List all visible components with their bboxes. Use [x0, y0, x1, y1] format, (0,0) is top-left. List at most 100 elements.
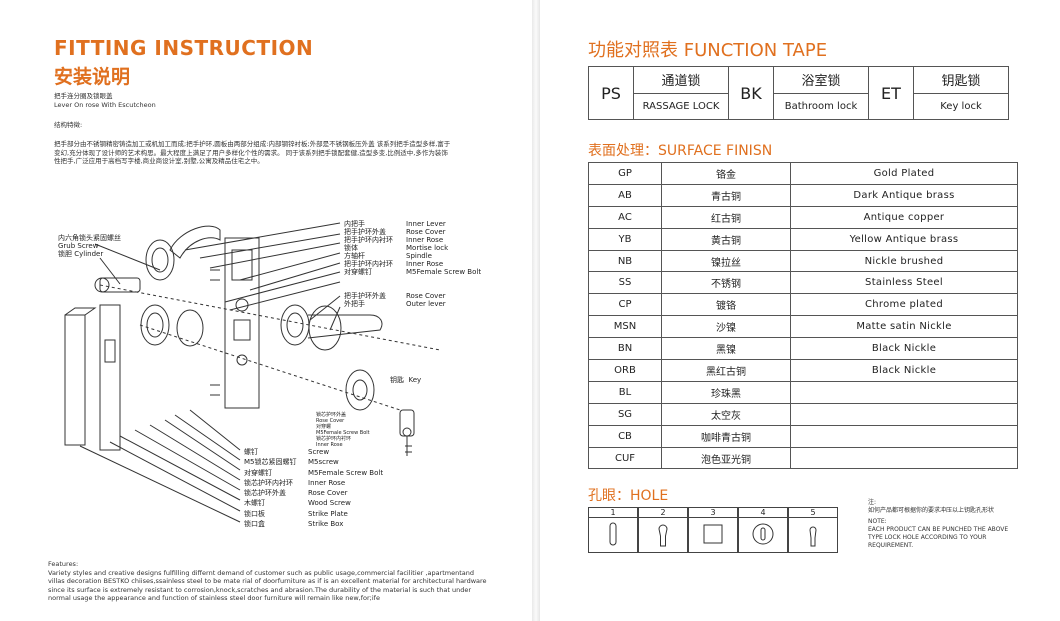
fitting-title-cn: 安装说明	[54, 66, 131, 88]
label-grub-screw: 内六角锁头紧固螺丝 Grub Screw 锁胆 Cylinder	[58, 234, 121, 258]
features: Features: Variety styles and creative de…	[48, 560, 488, 603]
surface-cn-cell: 黄古铜	[661, 227, 791, 251]
note-en: EACH PRODUCT CAN BE PUNCHED THE ABOVE TY…	[868, 526, 1009, 549]
surface-code-cell: YB	[588, 227, 662, 251]
surface-en-cell	[790, 402, 1018, 426]
hole-round-icon	[752, 523, 774, 545]
right-page: 功能对照表 FUNCTION TAPE PS 通道锁 BK 浴室锁 ET 钥匙锁…	[540, 0, 1060, 621]
hole-euro-profile-icon	[658, 524, 668, 547]
surface-en-cell: Antique copper	[790, 205, 1018, 229]
surface-en-cell	[790, 424, 1018, 448]
surface-code-cell: MSN	[588, 315, 662, 339]
structure-heading: 结构特徵:	[54, 121, 83, 129]
surface-cn-cell: 铬金	[661, 162, 791, 185]
surface-en-cell: Yellow Antique brass	[790, 227, 1018, 251]
surface-cn-cell: 沙镍	[661, 315, 791, 339]
surface-code-cell: GP	[588, 162, 662, 185]
subtitle: 把手连分圈及锁眼盖 Lever On rose With Escutcheon	[54, 92, 156, 109]
surface-title: 表面处理：SURFACE FINISN	[588, 143, 773, 159]
surface-code-cell: CUF	[588, 446, 662, 470]
surface-en-cell: Dark Antique brass	[790, 183, 1018, 207]
surface-en-cell: Matte satin Nickle	[790, 315, 1018, 339]
label-key: 钥匙 Key	[390, 376, 422, 384]
surface-cn-cell: 镍拉丝	[661, 249, 791, 273]
hole-3: 3	[688, 507, 738, 553]
features-heading: Features:	[48, 560, 79, 568]
surface-code-cell: ORB	[588, 359, 662, 382]
surface-cn-cell: 泡色亚光铜	[661, 446, 791, 470]
note-cn: 如何产品都可根据你的要求冲压以上钥匙孔形状	[868, 507, 995, 514]
note-cn-label: 注:	[868, 499, 877, 506]
hole-slot-icon	[609, 522, 617, 546]
func-en-bk: Bathroom lock	[773, 92, 869, 120]
subtitle-cn: 把手连分圈及锁眼盖	[54, 92, 113, 100]
surface-code-cell: AC	[588, 205, 662, 229]
surface-code-cell: SS	[588, 271, 662, 295]
surface-en-cell: Nickle brushed	[790, 249, 1018, 273]
surface-en-cell: Gold Plated	[790, 162, 1018, 185]
subtitle-en: Lever On rose With Escutcheon	[54, 100, 156, 109]
surface-en-cell: Chrome plated	[790, 293, 1018, 317]
label-inner-lever-en: Inner Lever Rose Cover Inner Rose Mortis…	[406, 220, 482, 276]
func-code-bk: BK	[728, 66, 774, 120]
structure-text: 把手部分由不锈钢精密铸造加工或机加工而成;把手护环,圆板由两部分组成:内部钢锌衬…	[54, 140, 451, 165]
surface-cn-cell: 青古铜	[661, 183, 791, 207]
function-table: PS 通道锁 BK 浴室锁 ET 钥匙锁 RASSAGE LOCK Bathro…	[588, 66, 1009, 120]
page-fold	[532, 0, 540, 621]
surface-code-cell: BN	[588, 337, 662, 361]
surface-cn-cell: 黑镍	[661, 337, 791, 361]
func-code-ps: PS	[588, 66, 634, 120]
hole-note: 注: 如何产品都可根据你的要求冲压以上钥匙孔形状 NOTE: EACH PROD…	[868, 499, 1020, 550]
surface-en-cell: Black Nickle	[790, 337, 1018, 361]
surface-en-cell	[790, 446, 1018, 470]
surface-cn-cell: 不锈钢	[661, 271, 791, 295]
left-page: FITTING INSTRUCTION 安装说明 把手连分圈及锁眼盖 Lever…	[48, 36, 488, 603]
surface-code-cell: AB	[588, 183, 662, 207]
label-inner-lever: 内把手 把手护环外盖 把手护环内衬环 锁体 方轴杆 把手护环内衬环 对穿螺钉	[344, 220, 393, 276]
surface-cn-cell: 珍珠黑	[661, 380, 791, 404]
surface-cn-cell: 黑红古铜	[661, 359, 791, 382]
surface-cn-cell: 镀铬	[661, 293, 791, 317]
label-outer-lever: 把手护环外盖 外把手	[344, 292, 386, 308]
surface-code-cell: BL	[588, 380, 662, 404]
label-small-parts: 锁芯护环外盖 Rose Cover 对穿螺 M5Female Screw Bol…	[316, 412, 370, 448]
hole-1: 1	[588, 507, 638, 553]
hole-keyhole-icon	[809, 526, 817, 547]
fitting-title: FITTING INSTRUCTION	[54, 36, 314, 60]
func-code-et: ET	[868, 66, 914, 120]
surface-code-cell: NB	[588, 249, 662, 273]
surface-code-cell: CB	[588, 424, 662, 448]
function-title: 功能对照表 FUNCTION TAPE	[588, 40, 828, 61]
note-en-label: NOTE:	[868, 518, 887, 525]
surface-code-cell: CP	[588, 293, 662, 317]
func-cn-et: 钥匙锁	[913, 66, 1009, 94]
exploded-diagram	[64, 222, 441, 523]
func-en-ps: RASSAGE LOCK	[633, 92, 729, 120]
hole-4: 4	[738, 507, 788, 553]
surface-cn-cell: 咖啡青古铜	[661, 424, 791, 448]
features-text: Variety styles and creative designs fulf…	[48, 568, 487, 603]
label-outer-lever-en: Rose Cover Outer lever	[406, 292, 446, 308]
func-en-et: Key lock	[913, 92, 1009, 120]
hole-title: 孔眼：HOLE	[588, 488, 669, 504]
surface-en-cell: Black Nickle	[790, 359, 1018, 382]
hole-2: 2	[638, 507, 688, 553]
hole-square-icon	[703, 524, 723, 544]
label-bottom-en: Screw M5screw M5Female Screw Bolt Inner …	[308, 448, 384, 529]
surface-cn-cell: 红古铜	[661, 205, 791, 229]
surface-code-cell: SG	[588, 402, 662, 426]
